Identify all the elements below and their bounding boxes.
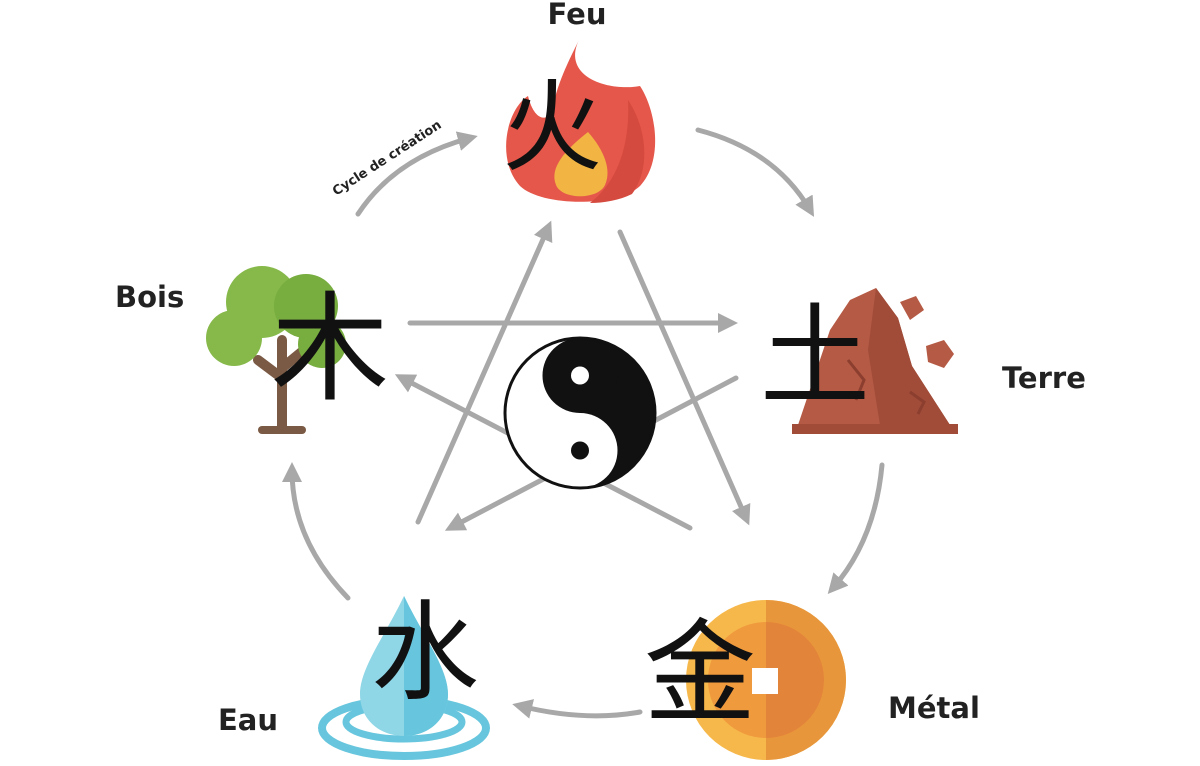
arrow-water-to-fire bbox=[415, 220, 553, 525]
fire-node: 火 Feu bbox=[502, 0, 656, 203]
metal-character: 金 bbox=[644, 609, 756, 739]
water-label: Eau bbox=[218, 703, 278, 737]
wood-label: Bois bbox=[115, 280, 184, 314]
coin-icon bbox=[686, 600, 846, 760]
fire-label: Feu bbox=[548, 0, 607, 31]
tree-icon bbox=[206, 266, 346, 434]
metal-node: 金 Métal bbox=[644, 600, 980, 760]
earth-label: Terre bbox=[1002, 361, 1086, 395]
metal-label: Métal bbox=[888, 691, 980, 725]
arrow-metal-to-water bbox=[512, 699, 643, 719]
earth-node: 土 Terre bbox=[760, 288, 1086, 434]
wood-node: 木 Bois bbox=[115, 266, 389, 434]
yin-yang-icon bbox=[503, 336, 657, 490]
fire-icon bbox=[506, 38, 656, 203]
cycle-label: Cycle de création bbox=[330, 118, 444, 200]
water-drop-icon bbox=[318, 596, 490, 760]
rock-icon bbox=[792, 288, 958, 434]
water-character: 水 bbox=[371, 591, 479, 716]
arrow-fire-to-metal bbox=[617, 229, 751, 526]
fire-character: 火 bbox=[502, 69, 602, 186]
arrow-water-to-wood bbox=[282, 462, 351, 601]
arrow-earth-to-metal bbox=[827, 462, 885, 595]
arrow-wood-to-fire bbox=[355, 131, 478, 217]
wood-character: 木 bbox=[271, 280, 389, 418]
arrow-fire-to-earth bbox=[695, 127, 815, 217]
creation-cycle-arrows bbox=[282, 127, 885, 719]
earth-character: 土 bbox=[760, 293, 870, 421]
water-node: 水 Eau bbox=[218, 591, 490, 760]
